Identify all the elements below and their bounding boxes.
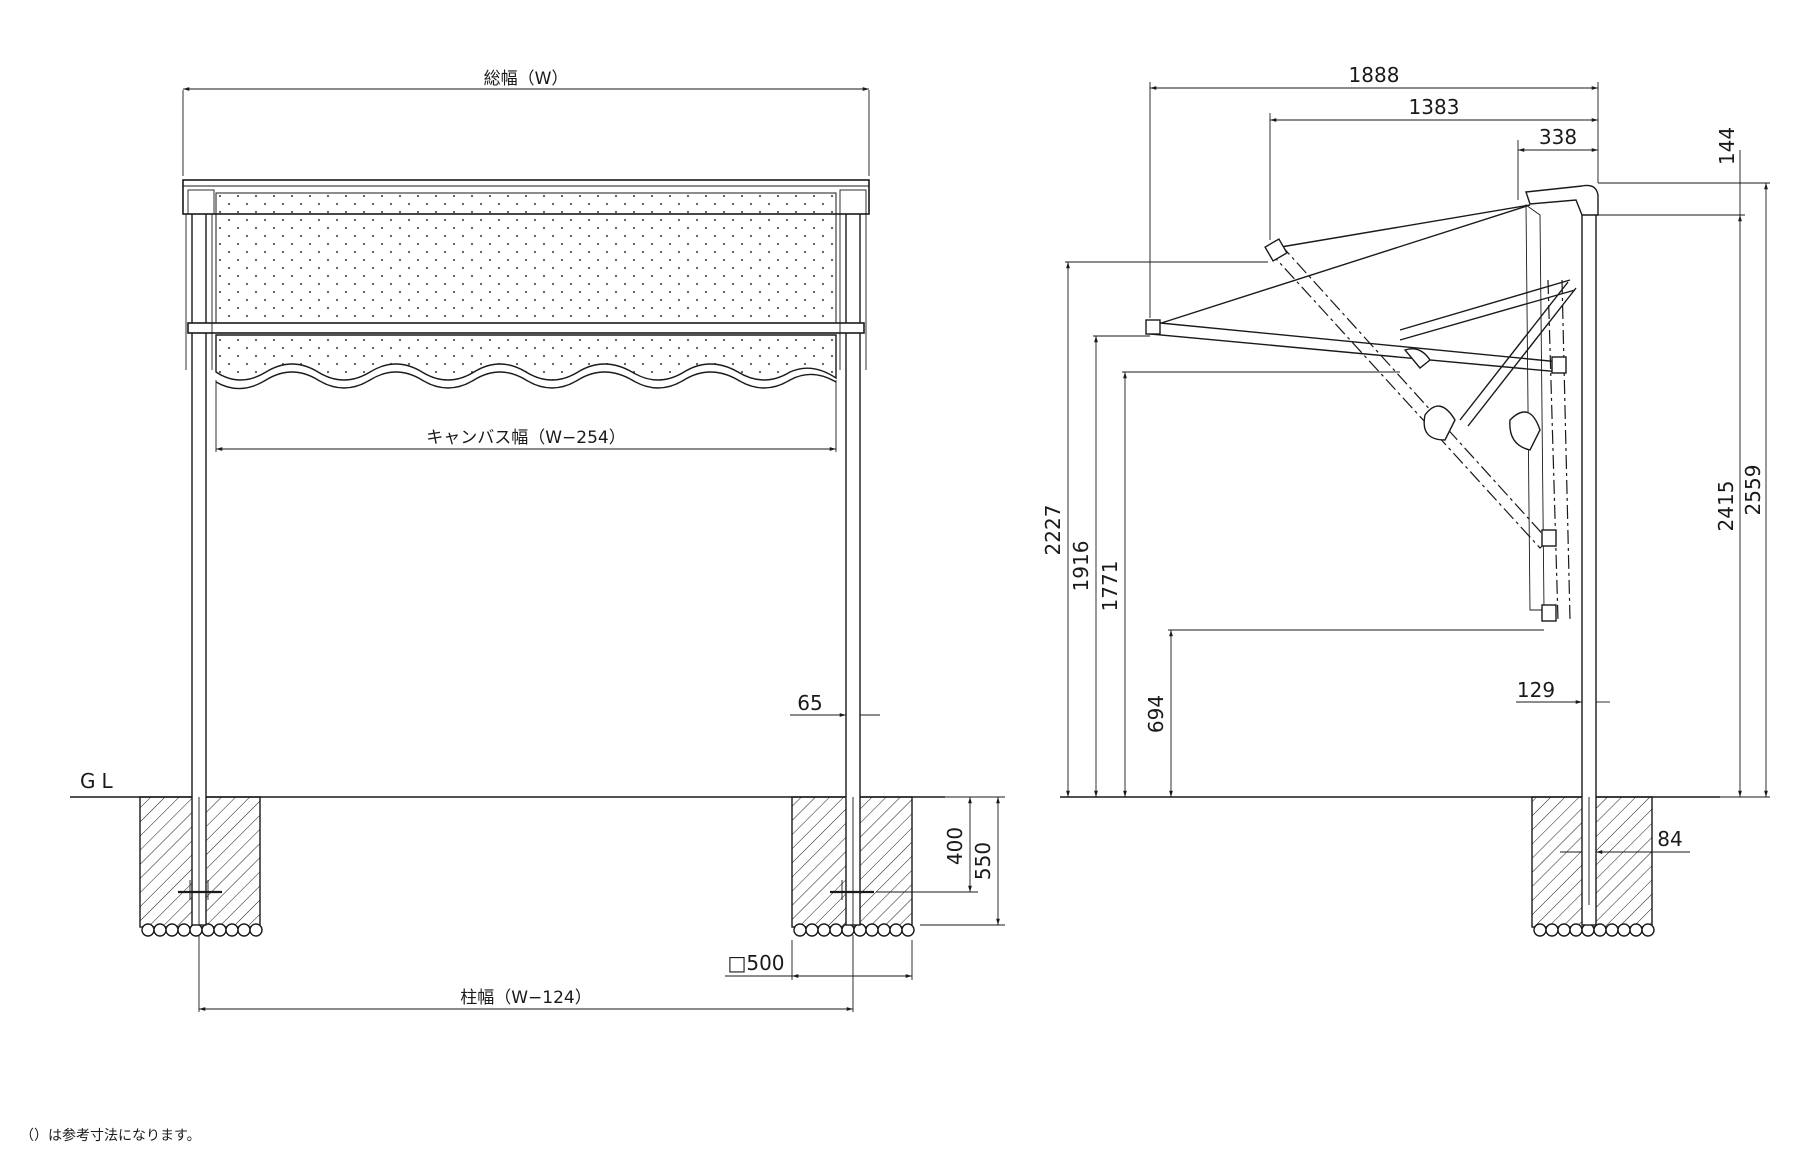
dim-1916: 1916: [1069, 541, 1093, 592]
dim-338: 338: [1539, 125, 1577, 149]
depth-400-label: 400: [943, 827, 967, 865]
front-view: GL: [70, 69, 1005, 1012]
gravel-left: [141, 923, 263, 937]
side-cassette: [1525, 184, 1599, 216]
ground-label: GL: [80, 769, 119, 793]
side-gravel: [1533, 923, 1655, 937]
footing-size-label: □500: [727, 951, 784, 975]
dim-694: 694: [1144, 695, 1168, 733]
dim-129: 129: [1517, 678, 1555, 702]
gravel-right: [793, 923, 915, 937]
canvas-width-label: キャンバス幅（W−254）: [426, 428, 626, 448]
dim-1383: 1383: [1409, 95, 1460, 119]
total-width-label: 総幅（W）: [484, 69, 569, 89]
side-view: 1888 1383 338 144 2415 2559 2227 1916 17…: [1041, 63, 1770, 937]
front-bar: [187, 322, 865, 334]
dim-144: 144: [1715, 127, 1739, 165]
depth-550-label: 550: [971, 842, 995, 880]
canvas-upper: [215, 192, 837, 324]
footnote: （）は参考寸法になります。: [20, 1127, 201, 1144]
valance: [215, 334, 837, 381]
post-width-label: 柱幅（W−124）: [460, 988, 592, 1008]
dim-1888: 1888: [1349, 63, 1400, 87]
dim-2559: 2559: [1741, 465, 1765, 516]
canvas-extended: [1151, 204, 1531, 327]
post-size-label: 65: [797, 691, 822, 715]
dim-84: 84: [1657, 827, 1682, 851]
dim-2415: 2415: [1714, 481, 1738, 532]
dim-1771: 1771: [1098, 561, 1122, 612]
arm-extended: [1149, 321, 1561, 373]
dim-2227: 2227: [1041, 505, 1065, 556]
